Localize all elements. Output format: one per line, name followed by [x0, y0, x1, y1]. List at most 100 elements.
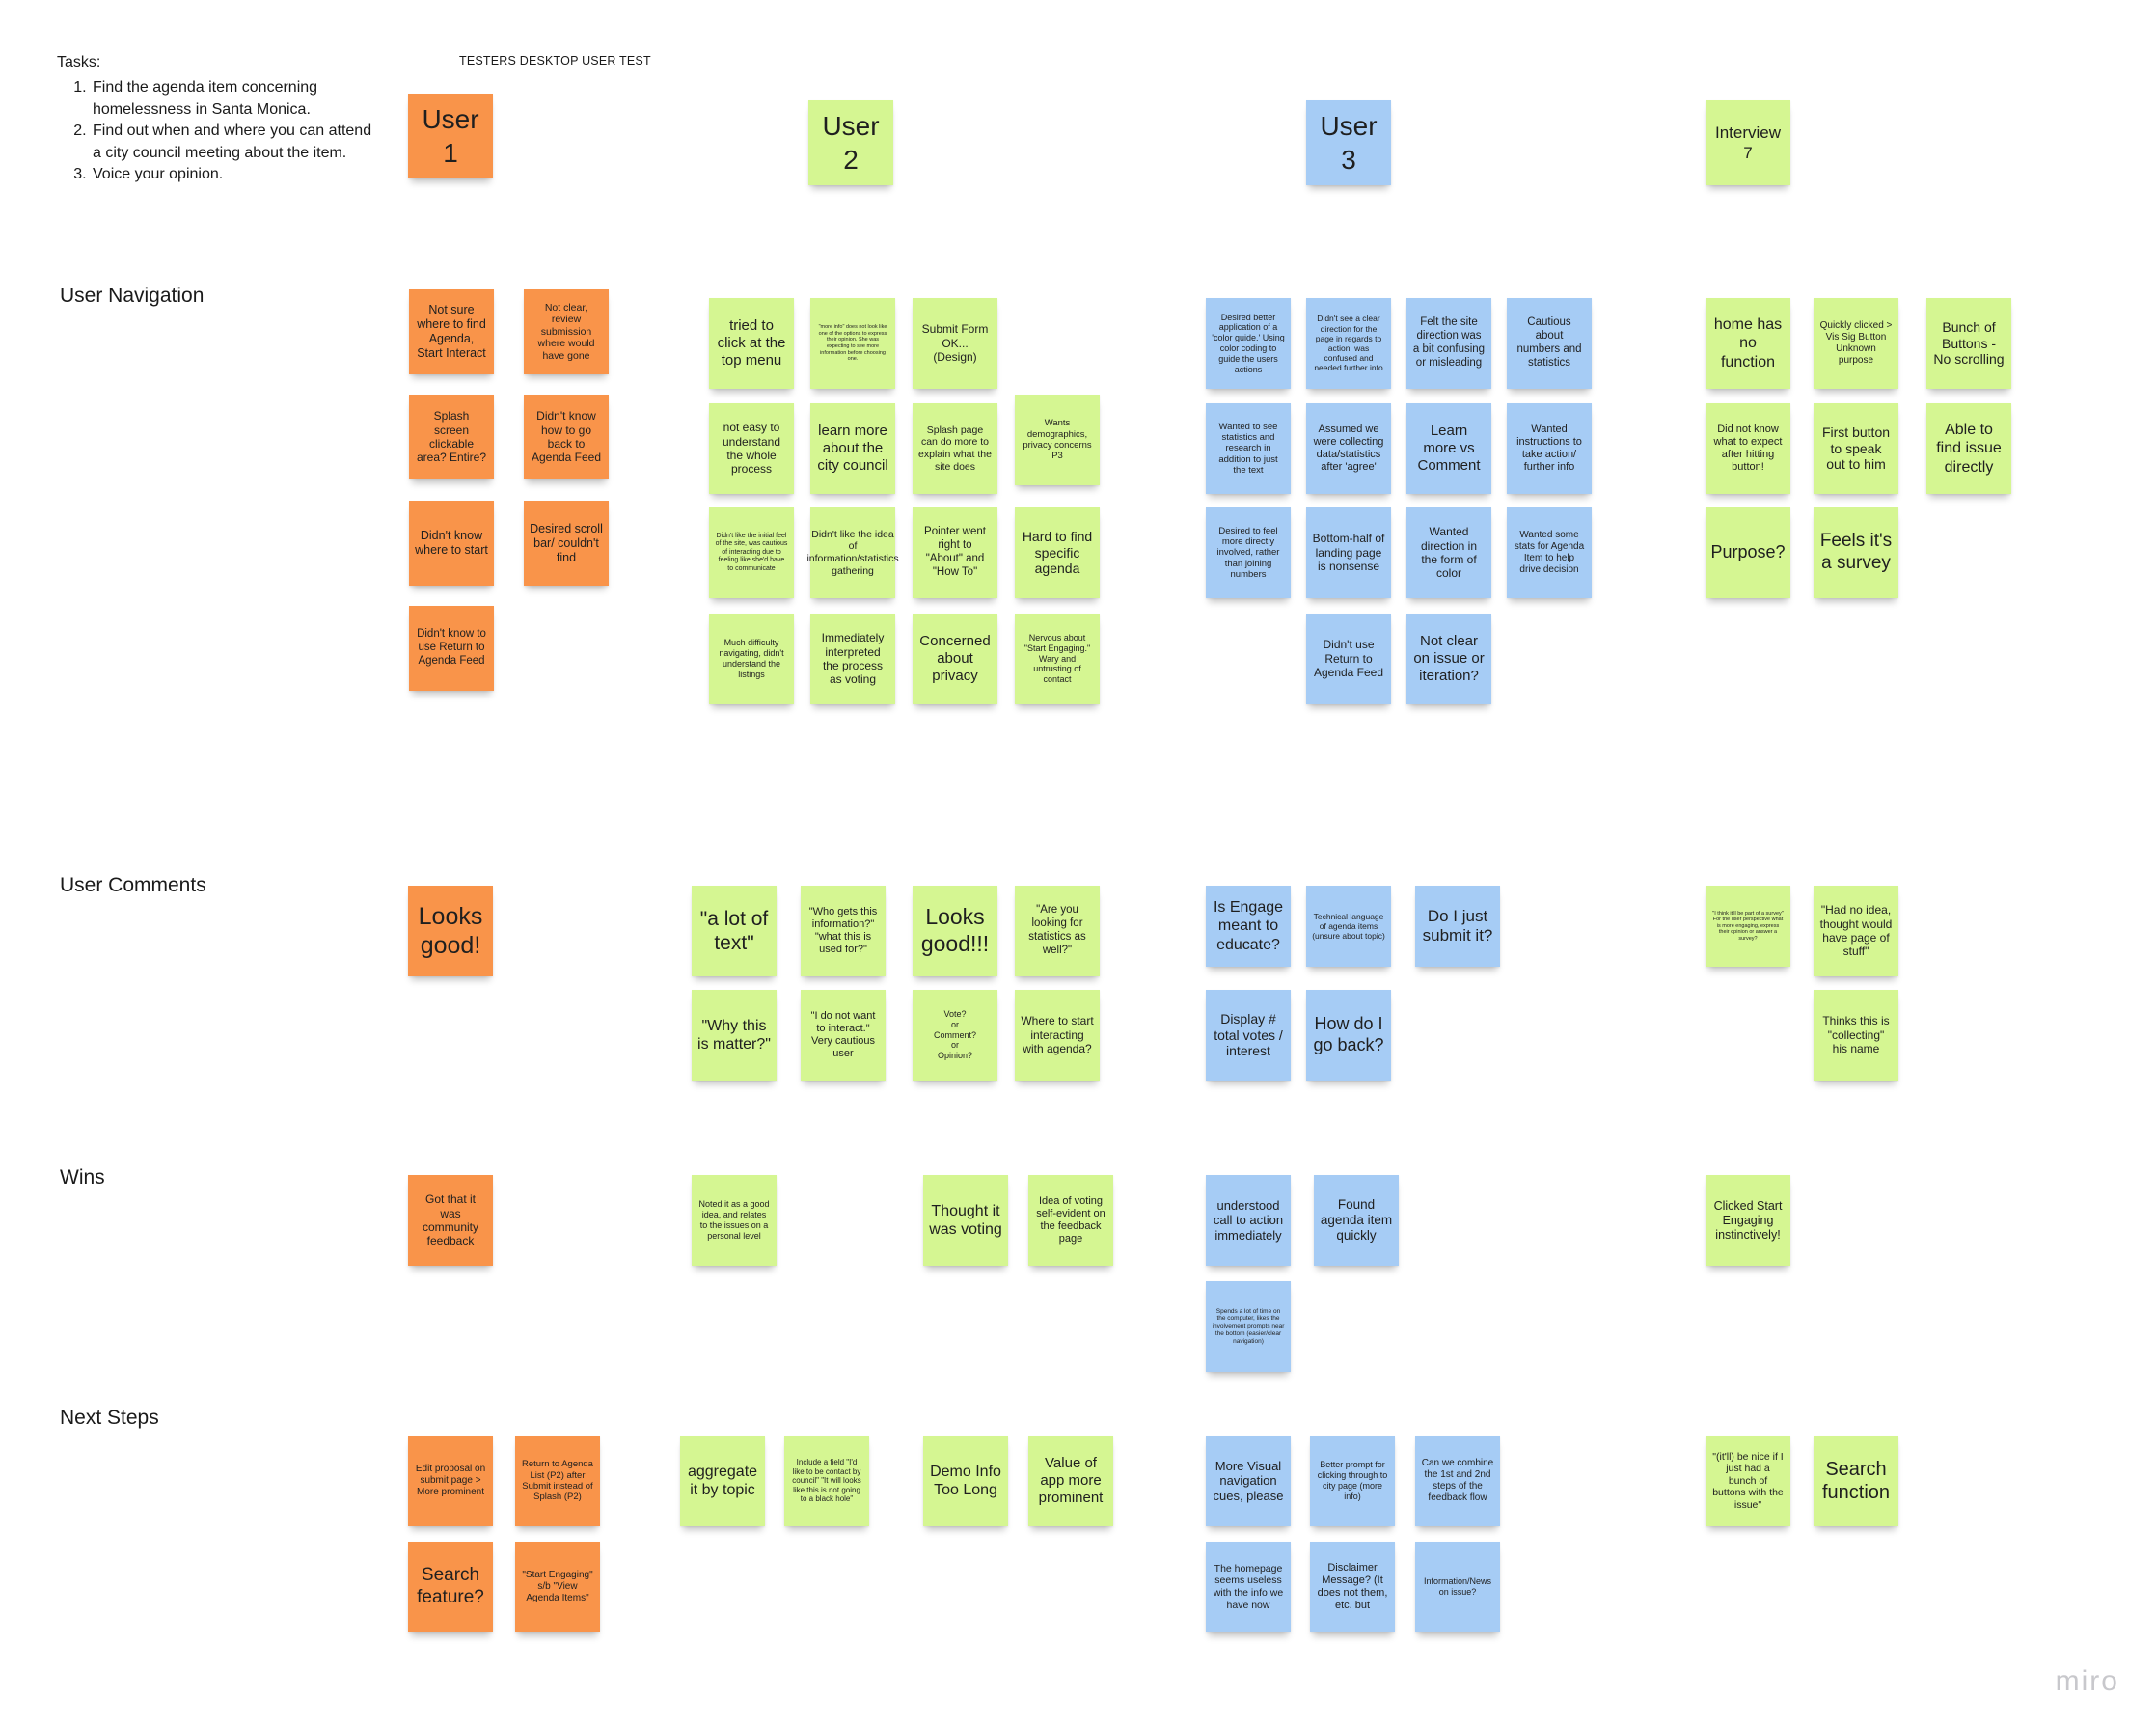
sticky-note[interactable]: Feels it's a survey — [1814, 507, 1898, 598]
sticky-note[interactable]: Quickly clicked > Vis Sig Button Unknown… — [1814, 298, 1898, 389]
sticky-note[interactable]: Cautious about numbers and statistics — [1507, 298, 1592, 389]
sticky-note[interactable]: Splash screen clickable area? Entire? — [409, 395, 494, 479]
sticky-note[interactable]: "I think it'll be part of a survey" For … — [1706, 886, 1790, 967]
sticky-note[interactable]: Desired scroll bar/ couldn't find — [524, 501, 609, 586]
sticky-note[interactable]: Wanted direction in the form of color — [1406, 507, 1491, 598]
sticky-note[interactable]: Much difficulty navigating, didn't under… — [709, 614, 794, 704]
sticky-note[interactable]: "(it'll) be nice if I just had a bunch o… — [1706, 1436, 1790, 1526]
sticky-note[interactable]: Didn't know how to go back to Agenda Fee… — [524, 395, 609, 479]
user-header-sticky-note[interactable]: Interview 7 — [1706, 100, 1790, 185]
sticky-note[interactable]: "Had no idea, thought would have page of… — [1814, 886, 1898, 976]
sticky-note[interactable]: Pointer went right to "About" and "How T… — [913, 507, 997, 598]
sticky-note-text: Assumed we were collecting data/statisti… — [1313, 423, 1384, 474]
sticky-note[interactable]: Didn't know where to start — [409, 501, 494, 586]
sticky-note[interactable]: Splash page can do more to explain what … — [913, 403, 997, 494]
sticky-note[interactable]: Didn't like the idea of information/stat… — [806, 507, 899, 598]
sticky-note[interactable]: "a lot of text" — [692, 886, 777, 976]
sticky-note-text: "(it'll) be nice if I just had a bunch o… — [1712, 1450, 1784, 1511]
user-header-sticky-note[interactable]: User 3 — [1306, 100, 1391, 185]
sticky-note[interactable]: "Why this is matter?" — [692, 990, 777, 1081]
sticky-note[interactable]: Vote? or Comment? or Opinion? — [913, 990, 997, 1081]
sticky-note[interactable]: Can we combine the 1st and 2nd steps of … — [1415, 1436, 1500, 1526]
sticky-note[interactable]: Able to find issue directly — [1926, 403, 2011, 494]
user-header-sticky-note[interactable]: User 2 — [808, 100, 893, 185]
sticky-note[interactable]: learn more about the city council — [810, 403, 895, 494]
sticky-note[interactable]: Wants demographics, privacy concerns P3 — [1015, 395, 1100, 485]
sticky-note[interactable]: Nervous about "Start Engaging." Wary and… — [1015, 614, 1100, 704]
sticky-note[interactable]: Include a field "I'd like to be contact … — [784, 1436, 869, 1526]
sticky-note[interactable]: Didn't know to use Return to Agenda Feed — [409, 606, 494, 691]
sticky-note[interactable]: Wanted some stats for Agenda Item to hel… — [1507, 507, 1592, 598]
sticky-note[interactable]: "more info" does not look like one of th… — [810, 298, 895, 389]
sticky-note[interactable]: Learn more vs Comment — [1406, 403, 1491, 494]
sticky-note-text: Edit proposal on submit page > More prom… — [415, 1464, 486, 1497]
sticky-note[interactable]: Not clear on issue or iteration? — [1406, 614, 1491, 704]
sticky-note[interactable]: Didn't see a clear direction for the pag… — [1306, 298, 1391, 389]
sticky-note[interactable]: Edit proposal on submit page > More prom… — [408, 1436, 493, 1526]
sticky-note[interactable]: "I do not want to interact." Very cautio… — [801, 990, 886, 1081]
sticky-note[interactable]: Wanted to see statistics and research in… — [1206, 403, 1291, 494]
sticky-note[interactable]: Thinks this is "collecting" his name — [1814, 990, 1898, 1081]
sticky-note[interactable]: Didn't use Return to Agenda Feed — [1306, 614, 1391, 704]
sticky-note[interactable]: How do I go back? — [1306, 990, 1391, 1081]
sticky-note[interactable]: home has no function — [1706, 298, 1790, 389]
sticky-note[interactable]: Wanted instructions to take action/ furt… — [1507, 403, 1592, 494]
sticky-note[interactable]: Not clear, review submission where would… — [524, 289, 609, 374]
sticky-note[interactable]: understood call to action immediately — [1206, 1175, 1291, 1266]
sticky-note[interactable]: Where to start interacting with agenda? — [1015, 990, 1100, 1081]
sticky-note[interactable]: Bunch of Buttons - No scrolling — [1926, 298, 2011, 389]
sticky-note[interactable]: Bottom-half of landing page is nonsense — [1306, 507, 1391, 598]
sticky-note[interactable]: Search feature? — [408, 1542, 493, 1632]
sticky-note[interactable]: Desired to feel more directly involved, … — [1206, 507, 1291, 598]
sticky-note[interactable]: "Are you looking for statistics as well?… — [1015, 886, 1100, 976]
sticky-note[interactable]: Display # total votes / interest — [1206, 990, 1291, 1081]
sticky-note[interactable]: Got that it was community feedback — [408, 1175, 493, 1266]
sticky-note[interactable]: Concerned about privacy — [913, 614, 997, 704]
sticky-note[interactable]: Is Engage meant to educate? — [1206, 886, 1291, 967]
sticky-note[interactable]: Assumed we were collecting data/statisti… — [1306, 403, 1391, 494]
user-header-sticky-note[interactable]: User 1 — [408, 94, 493, 178]
sticky-note[interactable]: Search function — [1814, 1436, 1898, 1526]
sticky-note[interactable]: Found agenda item quickly — [1314, 1175, 1399, 1266]
sticky-note[interactable]: Idea of voting self-evident on the feedb… — [1028, 1175, 1113, 1266]
sticky-note[interactable]: Return to Agenda List (P2) after Submit … — [515, 1436, 600, 1526]
sticky-note[interactable]: "Who gets this information?" "what this … — [801, 886, 886, 976]
sticky-note-text: Not sure where to find Agenda, Start Int… — [417, 303, 486, 360]
sticky-note[interactable]: Immediately interpreted the process as v… — [810, 614, 895, 704]
sticky-note[interactable]: More Visual navigation cues, please — [1206, 1436, 1291, 1526]
sticky-note[interactable]: Information/News on issue? — [1415, 1542, 1500, 1632]
sticky-note[interactable]: Demo Info Too Long — [923, 1436, 1008, 1526]
sticky-note[interactable]: Value of app more prominent — [1028, 1436, 1113, 1526]
sticky-note[interactable]: Better prompt for clicking through to ci… — [1310, 1436, 1395, 1526]
sticky-note[interactable]: Technical language of agenda items (unsu… — [1306, 886, 1391, 967]
sticky-note[interactable]: Desired better application of a 'color g… — [1206, 298, 1291, 389]
sticky-note-text: "I think it'll be part of a survey" For … — [1712, 910, 1784, 942]
sticky-note-text: Desired scroll bar/ couldn't find — [530, 521, 603, 564]
sticky-note[interactable]: "Start Engaging" s/b "View Agenda Items" — [515, 1542, 600, 1632]
sticky-note[interactable]: tried to click at the top menu — [709, 298, 794, 389]
sticky-note-text: Wanted instructions to take action/ furt… — [1516, 423, 1582, 474]
sticky-note[interactable]: First button to speak out to him — [1814, 403, 1898, 494]
sticky-note[interactable]: Thought it was voting — [923, 1175, 1008, 1266]
sticky-note-text: learn more about the city council — [817, 423, 888, 474]
sticky-note-text: "Who gets this information?" "what this … — [808, 905, 878, 956]
sticky-note-text: Wanted some stats for Agenda Item to hel… — [1514, 530, 1585, 575]
sticky-note[interactable]: Hard to find specific agenda — [1015, 507, 1100, 598]
sticky-note[interactable]: aggregate it by topic — [680, 1436, 765, 1526]
sticky-note[interactable]: Purpose? — [1706, 507, 1790, 598]
sticky-note[interactable]: Submit Form OK... (Design) — [913, 298, 997, 389]
sticky-note[interactable]: Clicked Start Engaging instinctively! — [1706, 1175, 1790, 1266]
sticky-note[interactable]: Did not know what to expect after hittin… — [1706, 403, 1790, 494]
sticky-note[interactable]: The homepage seems useless with the info… — [1206, 1542, 1291, 1632]
sticky-note[interactable]: Not sure where to find Agenda, Start Int… — [409, 289, 494, 374]
sticky-note[interactable]: not easy to understand the whole process — [709, 403, 794, 494]
sticky-note[interactable]: Didn't like the initial feel of the site… — [709, 507, 794, 598]
sticky-note[interactable]: Do I just submit it? — [1415, 886, 1500, 967]
sticky-note[interactable]: Spends a lot of time on the computer, li… — [1206, 1281, 1291, 1372]
sticky-note[interactable]: Looks good!!! — [913, 886, 997, 976]
sticky-note[interactable]: Looks good! — [408, 886, 493, 976]
sticky-note[interactable]: Noted it as a good idea, and relates to … — [692, 1175, 777, 1266]
sticky-note[interactable]: Disclaimer Message? (It does not them, e… — [1310, 1542, 1395, 1632]
sticky-note[interactable]: Felt the site direction was a bit confus… — [1406, 298, 1491, 389]
